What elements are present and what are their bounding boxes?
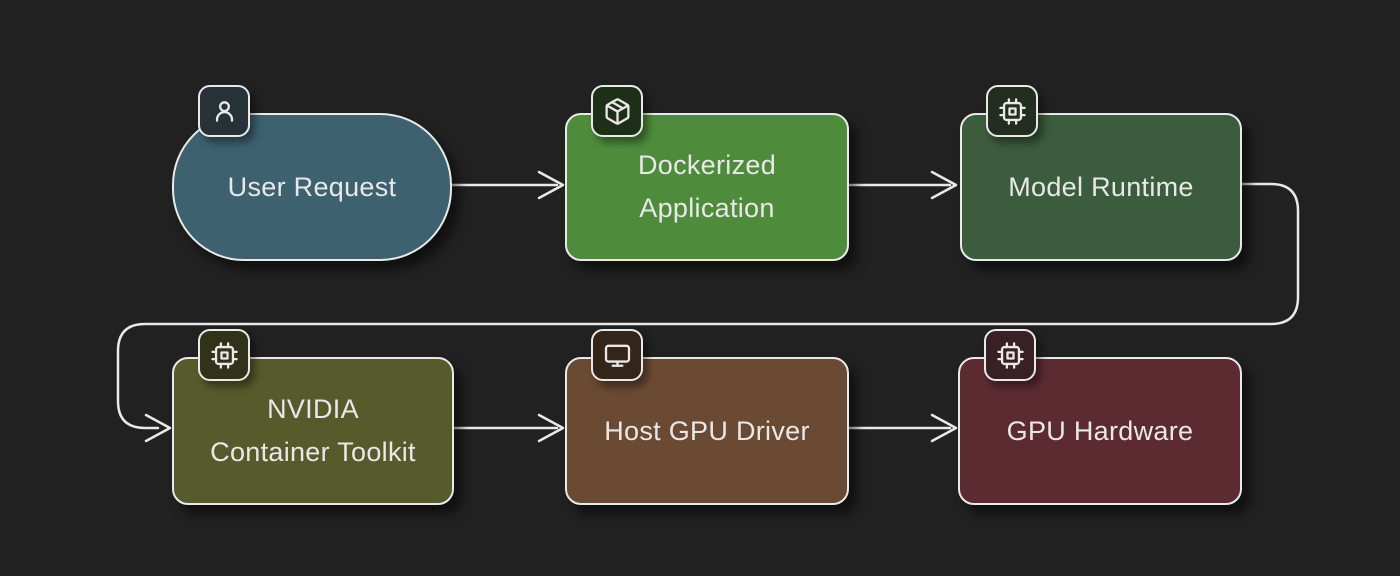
node-nvidia-container-toolkit: NVIDIA Container Toolkit — [172, 329, 454, 505]
node-label: User Request — [227, 171, 397, 202]
host-gpu-driver-badge — [591, 329, 643, 381]
edge-arrowhead — [537, 413, 565, 443]
node-dockerized-application: Dockerized Application — [565, 85, 849, 261]
edge-arrowhead — [930, 170, 958, 200]
edge-arrowhead — [537, 170, 565, 200]
chip-icon — [998, 97, 1026, 125]
gpu-hardware-badge — [984, 329, 1036, 381]
edge-arrowhead — [144, 413, 172, 443]
package-icon — [604, 97, 630, 125]
node-gpu-hardware: GPU Hardware — [958, 329, 1242, 505]
dockerized-application-badge — [591, 85, 643, 137]
nvidia-container-toolkit-badge — [198, 329, 250, 381]
user-request-badge — [198, 85, 250, 137]
node-host-gpu-driver: Host GPU Driver — [565, 329, 849, 505]
node-label: NVIDIA Container Toolkit — [210, 394, 416, 467]
user-icon — [215, 100, 233, 122]
model-runtime-badge — [986, 85, 1038, 137]
node-label: Host GPU Driver — [604, 415, 810, 446]
node-user-request: User Request — [172, 85, 452, 261]
node-label: Dockerized Application — [637, 150, 777, 223]
chip-icon — [996, 341, 1024, 369]
node-model-runtime: Model Runtime — [960, 85, 1242, 261]
node-label: Model Runtime — [1008, 171, 1194, 202]
node-label: GPU Hardware — [1006, 415, 1194, 446]
monitor-icon — [604, 344, 630, 367]
chip-icon — [210, 341, 238, 369]
edge-arrowhead — [930, 413, 958, 443]
